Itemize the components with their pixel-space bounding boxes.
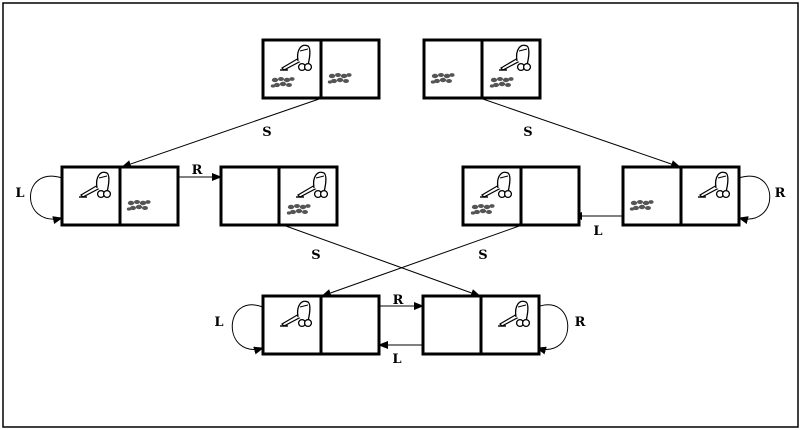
action-label: L (392, 352, 401, 367)
right-square (277, 165, 339, 227)
transition-arrow (479, 97, 681, 168)
action-label: S (478, 248, 487, 263)
state-node (261, 38, 381, 100)
state-node (60, 165, 180, 227)
self-loop-arrow (231, 304, 264, 355)
right-square (319, 38, 381, 100)
state-node (261, 294, 381, 356)
state-node (621, 165, 741, 227)
left-square (461, 165, 523, 227)
left-square (421, 294, 483, 356)
action-label: R (192, 163, 203, 178)
action-label: R (393, 293, 404, 308)
transition-arrow (321, 224, 523, 297)
right-square (319, 294, 381, 356)
states-layer (60, 38, 741, 356)
right-square (519, 165, 581, 227)
self-loop-arrow (738, 175, 771, 225)
right-square (479, 294, 541, 356)
action-label: L (15, 186, 24, 201)
right-square (679, 165, 741, 227)
action-label: S (311, 248, 320, 263)
action-label: S (523, 125, 532, 140)
left-square (261, 294, 323, 356)
right-square (480, 38, 542, 100)
action-label: R (575, 315, 586, 330)
left-square (422, 38, 484, 100)
self-loop-arrow (536, 304, 569, 355)
self-loop-arrow (30, 175, 63, 224)
action-label: R (775, 186, 786, 201)
right-square (118, 165, 180, 227)
transition-arrow (121, 97, 323, 168)
state-node (219, 165, 339, 227)
action-label: L (214, 315, 223, 330)
left-square (60, 165, 122, 227)
state-node (421, 294, 541, 356)
labels-layer: S S R L S S R L L R L R (15, 125, 785, 367)
left-square (219, 165, 281, 227)
transition-arrow (282, 224, 481, 297)
action-label: L (593, 224, 602, 239)
state-node (461, 165, 581, 227)
action-label: S (262, 125, 271, 140)
left-square (261, 38, 323, 100)
left-square (621, 165, 683, 227)
transitions-layer (30, 97, 771, 355)
state-node (422, 38, 542, 100)
